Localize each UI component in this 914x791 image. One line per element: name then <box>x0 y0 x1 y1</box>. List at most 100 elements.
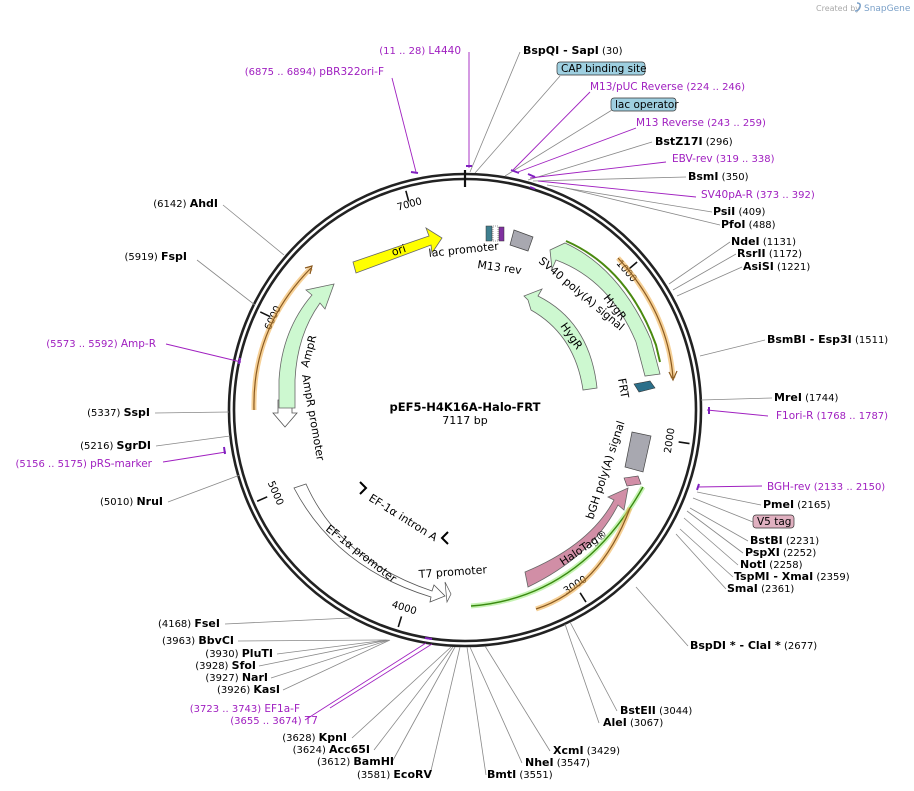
enzyme-label[interactable]: BspDI * - ClaI * (2677) <box>690 639 817 652</box>
svg-text:CAP binding site: CAP binding site <box>561 63 647 75</box>
tick-mark <box>579 592 587 603</box>
enzyme-label[interactable]: NdeI (1131) <box>731 235 796 248</box>
enzyme-label[interactable]: (3930) PluTI <box>205 647 273 660</box>
tick-label: 4000 <box>390 599 418 617</box>
enzyme-label[interactable]: BstBI (2231) <box>750 534 819 547</box>
primer-label[interactable]: M13/pUC Reverse (224 .. 246) <box>590 81 745 93</box>
frt-feature[interactable] <box>633 380 656 393</box>
enzyme-label[interactable]: MreI (1744) <box>774 391 838 404</box>
primer-label[interactable]: EBV-rev (319 .. 338) <box>672 153 775 165</box>
enzyme-label[interactable]: (3624) Acc65I <box>293 743 370 756</box>
enzyme-label[interactable]: BstEII (3044) <box>620 704 692 717</box>
sv40-polya-feature[interactable] <box>509 229 534 252</box>
tick-mark <box>259 311 271 318</box>
ori-feature[interactable] <box>352 227 443 274</box>
primer-labels: (11 .. 28) L4440 (6875 .. 6894) pBR322ori… <box>16 45 889 727</box>
t7-promoter-feature[interactable] <box>444 581 452 604</box>
orange-arc-right <box>617 257 674 379</box>
primer-label[interactable]: (5156 .. 5175) pRS-marker <box>16 458 153 470</box>
enzyme-label[interactable]: PsiI (409) <box>713 205 765 218</box>
tick-mark <box>678 441 690 445</box>
v5-tag-feature[interactable] <box>623 475 642 487</box>
frt-label: FRT <box>615 377 631 399</box>
hygr-inner-feature[interactable] <box>523 288 598 391</box>
orange-arrowhead-left <box>304 265 313 275</box>
enzyme-label[interactable]: BmtI (3551) <box>487 768 553 781</box>
primer-label[interactable]: (11 .. 28) L4440 <box>379 45 461 57</box>
enzyme-label[interactable]: (4168) FseI <box>158 617 220 630</box>
enzyme-label[interactable]: (3628) KpnI <box>282 731 347 744</box>
lac-operator-feature[interactable] <box>498 226 505 242</box>
enzyme-label[interactable]: (5216) SgrDI <box>80 439 151 452</box>
ef1a-promoter-feature[interactable] <box>293 483 446 603</box>
enzyme-label[interactable]: (3963) BbvCI <box>162 634 234 647</box>
halotag-feature[interactable] <box>524 487 629 588</box>
enzyme-label[interactable]: (3612) BamHI <box>317 755 394 768</box>
plasmid-length: 7117 bp <box>442 414 487 427</box>
primer-label[interactable]: M13 Reverse (243 .. 259) <box>636 117 766 129</box>
enzyme-label[interactable]: AsiSI (1221) <box>743 260 810 273</box>
ampr-promoter-label: AmpR promoter <box>299 373 327 462</box>
svg-text:V5 tag: V5 tag <box>757 516 791 528</box>
snapgene-brand[interactable]: SnapGene <box>864 4 911 14</box>
enzyme-label[interactable]: XcmI (3429) <box>553 744 620 757</box>
hygr-outer-feature[interactable] <box>549 242 661 377</box>
ef1a-intron-label: EF-1α intron A <box>366 492 440 545</box>
primer-label[interactable]: BGH-rev (2133 .. 2150) <box>767 481 885 493</box>
lac-promoter-feature[interactable] <box>492 225 499 242</box>
bgh-polya-feature[interactable] <box>624 431 652 473</box>
tick-label: 7000 <box>396 196 423 213</box>
enzyme-label[interactable]: (5337) SspI <box>87 406 150 419</box>
hygr-outer-highlight <box>565 240 661 363</box>
enzyme-leader-lines <box>154 51 773 776</box>
enzyme-label[interactable]: (3581) EcoRV <box>357 768 432 781</box>
credit-text: Created by <box>816 4 860 13</box>
ampr-feature[interactable] <box>278 283 335 409</box>
enzyme-label[interactable]: BsmBI - Esp3I (1511) <box>767 333 888 346</box>
enzyme-label[interactable]: AleI (3067) <box>603 716 663 729</box>
enzyme-label[interactable]: TspMI - XmaI (2359) <box>734 570 850 583</box>
enzyme-label[interactable]: BspQI - SapI (30) <box>523 44 623 57</box>
enzyme-label[interactable]: (3926) KasI <box>217 683 280 696</box>
primer-label[interactable]: SV40pA-R (373 .. 392) <box>701 189 815 201</box>
plasmid-name: pEF5-H4K16A-Halo-FRT <box>390 400 541 414</box>
primer-label[interactable]: (5573 .. 5592) Amp-R <box>46 338 156 350</box>
t7-promoter-label: T7 promoter <box>417 563 487 581</box>
ori-label: ori <box>390 242 408 259</box>
enzyme-label[interactable]: (5010) NruI <box>100 495 163 508</box>
snapgene-logo-icon <box>854 2 861 12</box>
tick-mark <box>397 616 403 628</box>
enzyme-label[interactable]: PfoI (488) <box>721 218 776 231</box>
enzyme-label[interactable]: (3927) NarI <box>205 671 268 684</box>
enzyme-label[interactable]: (6142) AhdI <box>153 197 218 210</box>
enzyme-label[interactable]: SmaI (2361) <box>727 582 794 595</box>
enzyme-label[interactable]: NotI (2258) <box>740 558 803 571</box>
enzyme-label[interactable]: RsrII (1172) <box>737 247 802 260</box>
enzyme-label[interactable]: NheI (3547) <box>525 756 590 769</box>
enzyme-labels: BspQI - SapI (30) BstZ17I (296) BsmI (350)… <box>80 44 888 781</box>
primer-leader-lines <box>162 52 769 721</box>
primer-label[interactable]: (6875 .. 6894) pBR322ori-F <box>245 66 384 78</box>
enzyme-label[interactable]: PspXI (2252) <box>745 546 816 559</box>
orange-arc-bottom <box>535 507 631 610</box>
cap-binding-site-feature[interactable] <box>485 225 493 242</box>
lac-operator-tag[interactable]: lac operator <box>610 97 679 112</box>
tick-mark <box>256 496 268 502</box>
primer-label[interactable]: (3723 .. 3743) EF1a-F <box>190 703 300 715</box>
ef1a-promoter-label: EF-1α promoter <box>323 522 399 586</box>
primer-marks <box>223 165 710 640</box>
v5-tag-tag[interactable]: V5 tag <box>752 514 795 529</box>
enzyme-label[interactable]: (5919) FspI <box>125 250 187 263</box>
cap-binding-site-tag[interactable]: CAP binding site <box>556 61 647 76</box>
enzyme-label[interactable]: BsmI (350) <box>688 170 749 183</box>
enzyme-label[interactable]: PmeI (2165) <box>763 498 831 511</box>
tick-mark <box>405 190 410 202</box>
enzyme-label[interactable]: BstZ17I (296) <box>655 135 733 148</box>
enzyme-label[interactable]: (3928) SfoI <box>195 659 256 672</box>
primer-label[interactable]: F1ori-R (1768 .. 1787) <box>776 410 888 422</box>
tick-label: 2000 <box>663 427 678 454</box>
primer-label[interactable]: (3655 .. 3674) T7 <box>230 715 318 727</box>
m13-rev-label: M13 rev <box>477 258 523 277</box>
tick-label: 5000 <box>265 480 285 508</box>
